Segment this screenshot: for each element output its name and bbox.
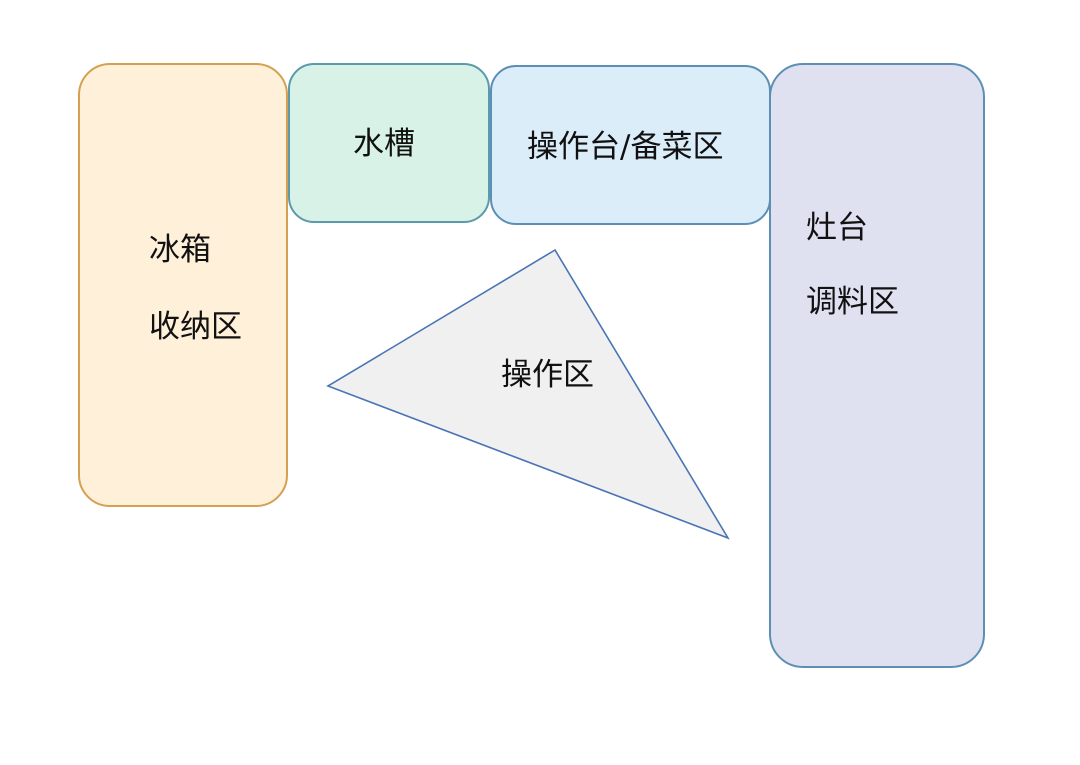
fridge-label: 冰箱 — [149, 232, 211, 268]
work-area-label: 操作区 — [501, 357, 594, 393]
sink-label: 水槽 — [353, 126, 415, 162]
storage-label: 收纳区 — [149, 309, 242, 345]
fridge-storage-zone: 冰箱 收纳区 — [78, 63, 288, 507]
seasoning-label: 调料区 — [806, 284, 899, 320]
counter-label: 操作台/备菜区 — [527, 129, 724, 165]
stove-seasoning-zone: 灶台 调料区 — [769, 63, 985, 668]
stove-label: 灶台 — [806, 210, 868, 246]
sink-zone: 水槽 — [288, 63, 490, 223]
counter-prep-zone: 操作台/备菜区 — [490, 65, 771, 225]
work-triangle — [326, 248, 730, 540]
